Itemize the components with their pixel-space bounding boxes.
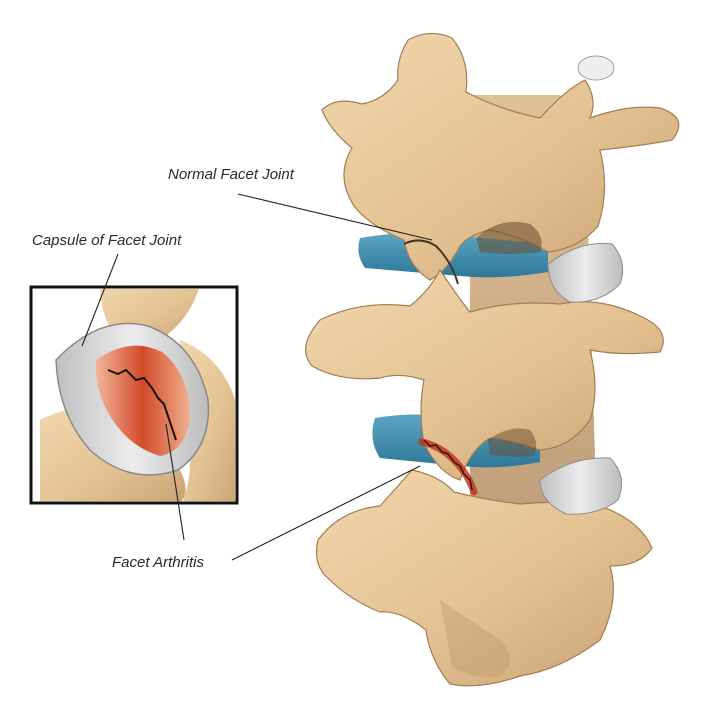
label-normal-facet-joint: Normal Facet Joint — [168, 166, 294, 183]
label-facet-arthritis: Facet Arthritis — [112, 554, 204, 571]
facet-joint-inset — [29, 285, 239, 505]
leader-normal-facet — [237, 193, 433, 241]
arthritic-facet-crack — [423, 439, 473, 491]
lower-right-capsule — [539, 457, 623, 515]
normal-facet-joint — [403, 239, 459, 285]
middle-vertebra — [305, 268, 664, 481]
inset-arthritis-crack — [107, 368, 177, 441]
vertebral-column — [305, 32, 680, 687]
bottom-vertebra — [315, 469, 653, 687]
upper-right-capsule — [547, 242, 624, 303]
top-vertebral-foramen — [476, 221, 542, 254]
leader-arthritis-main — [231, 465, 421, 561]
leader-capsule — [81, 253, 119, 347]
middle-vertebral-foramen — [488, 428, 537, 457]
leader-arthritis-inset — [165, 423, 185, 541]
leader-lines — [81, 193, 433, 561]
bottom-bone-shadow — [440, 600, 510, 677]
top-facet-cap — [577, 55, 615, 81]
top-vertebra — [321, 32, 680, 281]
label-capsule-of-facet-joint: Capsule of Facet Joint — [32, 232, 182, 249]
